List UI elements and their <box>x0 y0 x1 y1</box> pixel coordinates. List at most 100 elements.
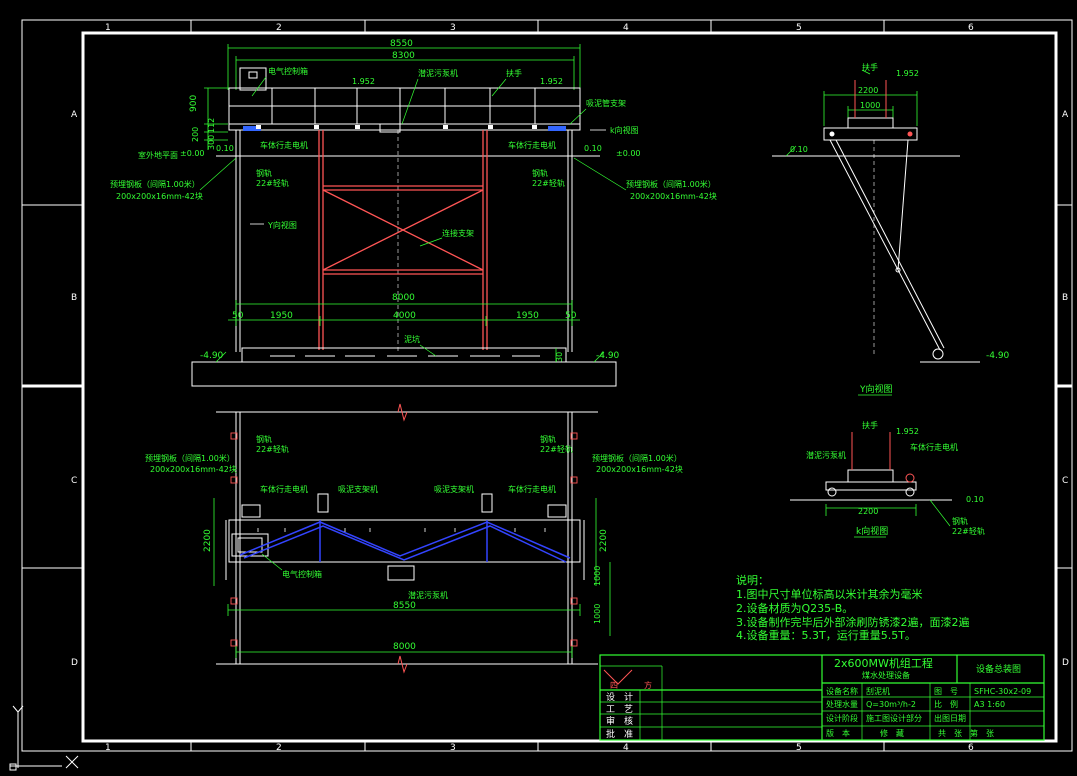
tb-stage-label: 设计阶段 <box>826 713 858 723</box>
label-suction-support: 吸泥管支架 <box>586 98 626 108</box>
label-slope-right: 1.952 <box>540 77 563 86</box>
y-view-title: Y向视图 <box>859 383 893 395</box>
title-block: 四 方 2x600MW机组工程 煤水处理设备 设备总装图 设 计 工 艺 审 核… <box>599 654 1045 741</box>
tb-cap: Q=30m³/h-2 <box>866 700 916 709</box>
label-slope-left: 1.952 <box>352 77 375 86</box>
elevation-view: 8550 8300 900 200 112 <box>110 39 717 387</box>
logo-right: 方 <box>644 680 652 690</box>
label-sump: 泥坑 <box>404 334 420 344</box>
label-h30: 30 <box>555 352 564 362</box>
y-label-handrail: 扶手 <box>862 62 878 72</box>
plan-rail-tl: 钢轨 <box>256 434 272 444</box>
dim-300: 300 <box>207 135 216 150</box>
label-y-view-arrow: Y向视图 <box>267 220 297 230</box>
k-dim-2200: 2200 <box>858 507 878 516</box>
plan-dim-2200-right: 2200 <box>599 529 609 552</box>
note-1: 1.图中尺寸单位标高以米计其余为毫米 <box>736 587 923 601</box>
zone-col-2-top: 2 <box>276 23 282 33</box>
note-2: 2.设备材质为Q235-B。 <box>736 601 853 615</box>
dim-50-left: 50 <box>232 311 244 321</box>
tb-scale-label: 比 例 <box>934 699 958 709</box>
y-elev-bottom: -4.90 <box>986 351 1010 361</box>
plan-rail-tl-sub: 22#轻轨 <box>256 444 289 454</box>
k-rail-sub: 22#轻轨 <box>952 526 985 536</box>
tb-name-label: 设备名称 <box>826 686 858 696</box>
k-mud-pump: 潜泥污泵机 <box>806 450 846 460</box>
tb-ver: 修 藏 <box>880 728 904 738</box>
plan-dim-1000b: 1000 <box>593 604 602 624</box>
plan-rail-tr: 钢轨 <box>540 434 556 444</box>
zone-row-c-right: C <box>1062 476 1068 486</box>
y-view: 扶手 1.952 2200 1000 0.10 -4.90 Y向视图 <box>772 62 1010 396</box>
plan-embed-size-right: 200x200x16mm-42块 <box>596 464 683 474</box>
zone-col-6-bottom: 6 <box>968 743 974 753</box>
tb-role-design: 设 计 <box>606 691 633 703</box>
k-rail: 钢轨 <box>952 516 968 526</box>
label-rail-right: 钢轨 <box>532 168 548 178</box>
label-ground-left: 室外地平面 <box>138 150 178 160</box>
tb-stage: 施工图设计部分 <box>866 713 922 723</box>
zone-row-c-left: C <box>71 476 77 486</box>
k-elev: 0.10 <box>966 495 984 504</box>
label-elev-ground-right: ±0.00 <box>616 149 641 158</box>
notes-heading: 说明： <box>736 573 769 587</box>
label-rail-left: 钢轨 <box>256 168 272 178</box>
zone-row-a-left: A <box>71 110 78 120</box>
tb-role-approve: 批 准 <box>606 728 633 740</box>
plan-view: 2200 2200 8550 8000 1000 1000 钢轨 22#轻轨 钢… <box>145 403 683 674</box>
zone-ticks <box>22 20 1072 751</box>
ucs-icon <box>9 705 79 771</box>
motor-left-highlight <box>243 126 261 131</box>
k-slope: 1.952 <box>896 427 919 436</box>
plan-dim-8000: 8000 <box>393 642 416 652</box>
label-rail-sub-right: 22#轻轨 <box>532 178 565 188</box>
plan-walk-motor-l: 车体行走电机 <box>260 484 308 494</box>
zone-col-1-top: 1 <box>105 23 111 33</box>
zone-row-d-right: D <box>1062 658 1069 668</box>
zone-col-4-bottom: 4 <box>623 743 629 753</box>
note-3: 3.设备制作完毕后外部涂刷防锈漆2遍，面漆2遍 <box>736 615 970 629</box>
plan-electric-box: 电气控制箱 <box>282 569 322 579</box>
notes: 说明： 1.图中尺寸单位标高以米计其余为毫米 2.设备材质为Q235-B。 3.… <box>736 573 970 642</box>
motor-right-highlight <box>548 126 566 131</box>
k-view-title: k向视图 <box>856 525 888 537</box>
plan-mud-pump: 潜泥污泵机 <box>408 590 448 600</box>
plan-walk-motor-r: 车体行走电机 <box>508 484 556 494</box>
zone-col-1-bottom: 1 <box>105 743 111 753</box>
plan-embed-size-left: 200x200x16mm-42块 <box>150 464 237 474</box>
y-label-slope: 1.952 <box>896 69 919 78</box>
label-elev-bottom-right: -4.90 <box>596 351 620 361</box>
plan-embed-right: 预埋钢板（间隔1.00米） <box>592 453 682 463</box>
tb-cap-label: 处理水量 <box>826 699 858 709</box>
dim-8300-top: 8300 <box>392 51 415 61</box>
label-embed-size-right: 200x200x16mm-42块 <box>630 191 717 201</box>
zone-row-a-right: A <box>1062 110 1069 120</box>
y-dim-2200: 2200 <box>858 86 878 95</box>
zone-col-2-bottom: 2 <box>276 743 282 753</box>
zone-col-3-top: 3 <box>450 23 456 33</box>
label-walk-motor-right: 车体行走电机 <box>508 140 556 150</box>
label-mud-pump: 潜泥污泵机 <box>418 68 458 78</box>
plan-dim-2200-left: 2200 <box>203 529 213 552</box>
tb-name: 刮泥机 <box>866 686 890 696</box>
tb-no-label: 图 号 <box>934 687 958 696</box>
zone-row-b-left: B <box>71 293 77 303</box>
label-embed-left: 预埋钢板（间隔1.00米） <box>110 179 200 189</box>
tb-scale: A3 1:60 <box>974 700 1005 709</box>
zone-col-5-top: 5 <box>796 23 802 33</box>
label-handrail: 扶手 <box>506 68 522 78</box>
label-elev-ground-left: ±0.00 <box>180 149 205 158</box>
dim-50-right: 50 <box>565 311 577 321</box>
zone-col-4-top: 4 <box>623 23 629 33</box>
dim-8000-mid: 8000 <box>392 293 415 303</box>
label-bracing: 连接支架 <box>442 228 474 238</box>
k-handrail: 扶手 <box>862 420 878 430</box>
tb-role-process: 工 艺 <box>606 704 633 715</box>
plan-suction-support-r: 吸泥支架机 <box>434 484 474 494</box>
dim-8550-top: 8550 <box>390 39 413 49</box>
plan-suction-support-l: 吸泥支架机 <box>338 484 378 494</box>
tb-role-review: 审 核 <box>606 715 633 727</box>
zone-col-3-bottom: 3 <box>450 743 456 753</box>
k-view: 扶手 1.952 潜泥污泵机 车体行走电机 0.10 2200 钢轨 22#轻轨… <box>790 420 985 538</box>
